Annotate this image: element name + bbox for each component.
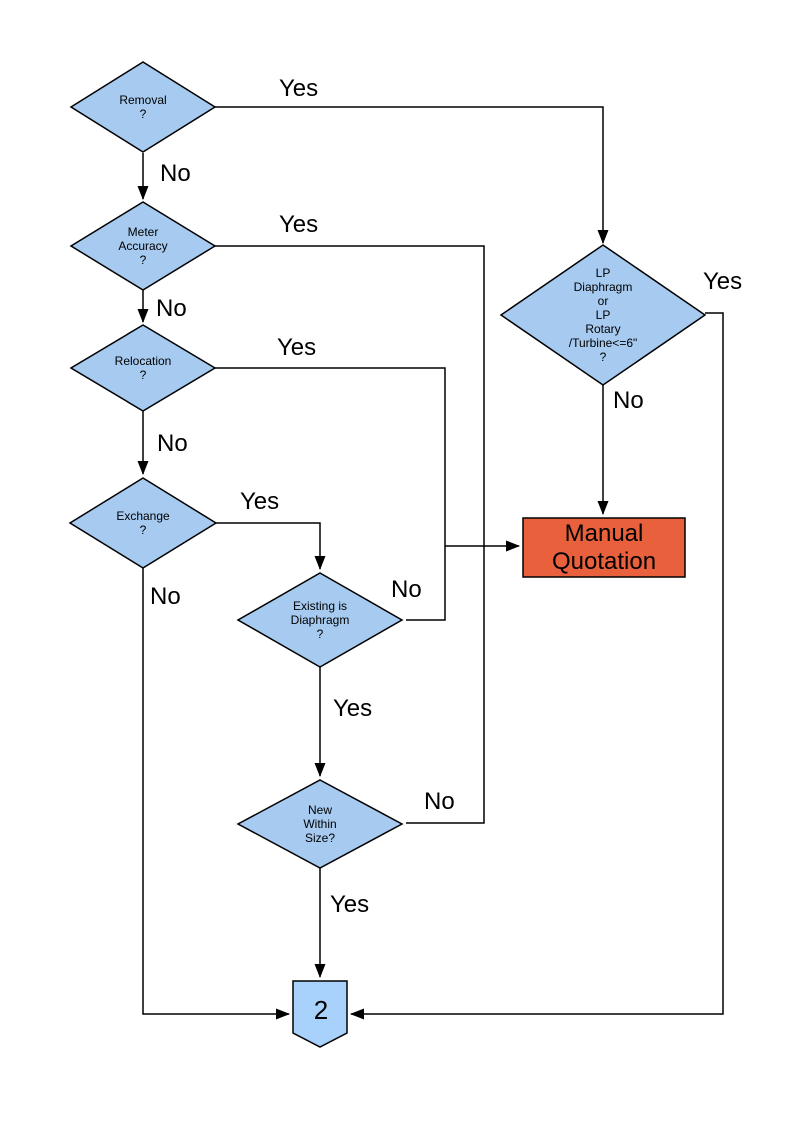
lp-meter-type-label: LP Diaphragm or LP Rotary /Turbine<=6" ? — [568, 266, 638, 364]
removal-label: Removal ? — [119, 93, 167, 121]
edge-label-exchange-no: No — [150, 583, 181, 610]
new-within-size-label: New Within Size? — [303, 803, 337, 845]
edge-label-new-within-no: No — [424, 788, 455, 815]
edge-label-meter-accuracy-no: No — [156, 295, 187, 322]
edge-exchange-yes — [216, 522, 326, 570]
edge-label-lp-no: No — [613, 387, 644, 414]
removal-diamond — [69, 61, 217, 153]
edge-label-meter-accuracy-yes: Yes — [279, 211, 319, 238]
edge-exchange-no-to-connector — [142, 568, 290, 1020]
offpage-connector-shape — [292, 980, 348, 1048]
meter-accuracy-diamond — [69, 201, 217, 291]
meter-accuracy-label: Meter Accuracy ? — [118, 225, 168, 267]
edge-label-removal-no: No — [160, 160, 191, 187]
relocation-diamond — [69, 324, 217, 412]
edge-label-relocation-no: No — [157, 430, 188, 457]
manual-quotation-label: Manual Quotation — [551, 520, 657, 575]
edge-label-existing-no: No — [391, 576, 422, 603]
manual-quotation-box — [522, 517, 686, 578]
edge-lp-yes-to-connector — [350, 312, 724, 1020]
existing-is-diaphragm-diamond — [236, 572, 404, 668]
exchange-diamond — [68, 477, 218, 569]
new-within-size-diamond — [236, 779, 404, 869]
offpage-connector-label: 2 — [313, 995, 329, 1025]
exchange-label: Exchange ? — [116, 509, 170, 537]
edge-removal-yes-to-lp — [215, 106, 609, 244]
edge-label-relocation-yes: Yes — [277, 334, 317, 361]
edge-label-new-within-yes: Yes — [330, 891, 370, 918]
edge-label-existing-yes: Yes — [333, 695, 373, 722]
relocation-label: Relocation ? — [114, 354, 172, 382]
edge-relocation-yes-and-existing-no — [215, 367, 446, 621]
edge-label-lp-yes: Yes — [703, 268, 743, 295]
edge-label-removal-yes: Yes — [279, 75, 319, 102]
lp-meter-type-diamond — [499, 244, 707, 386]
edge-label-exchange-yes: Yes — [240, 488, 280, 515]
edge-meter-accuracy-yes-and-new-within-no — [215, 245, 485, 824]
existing-is-diaphragm-label: Existing is Diaphragm ? — [290, 599, 350, 641]
